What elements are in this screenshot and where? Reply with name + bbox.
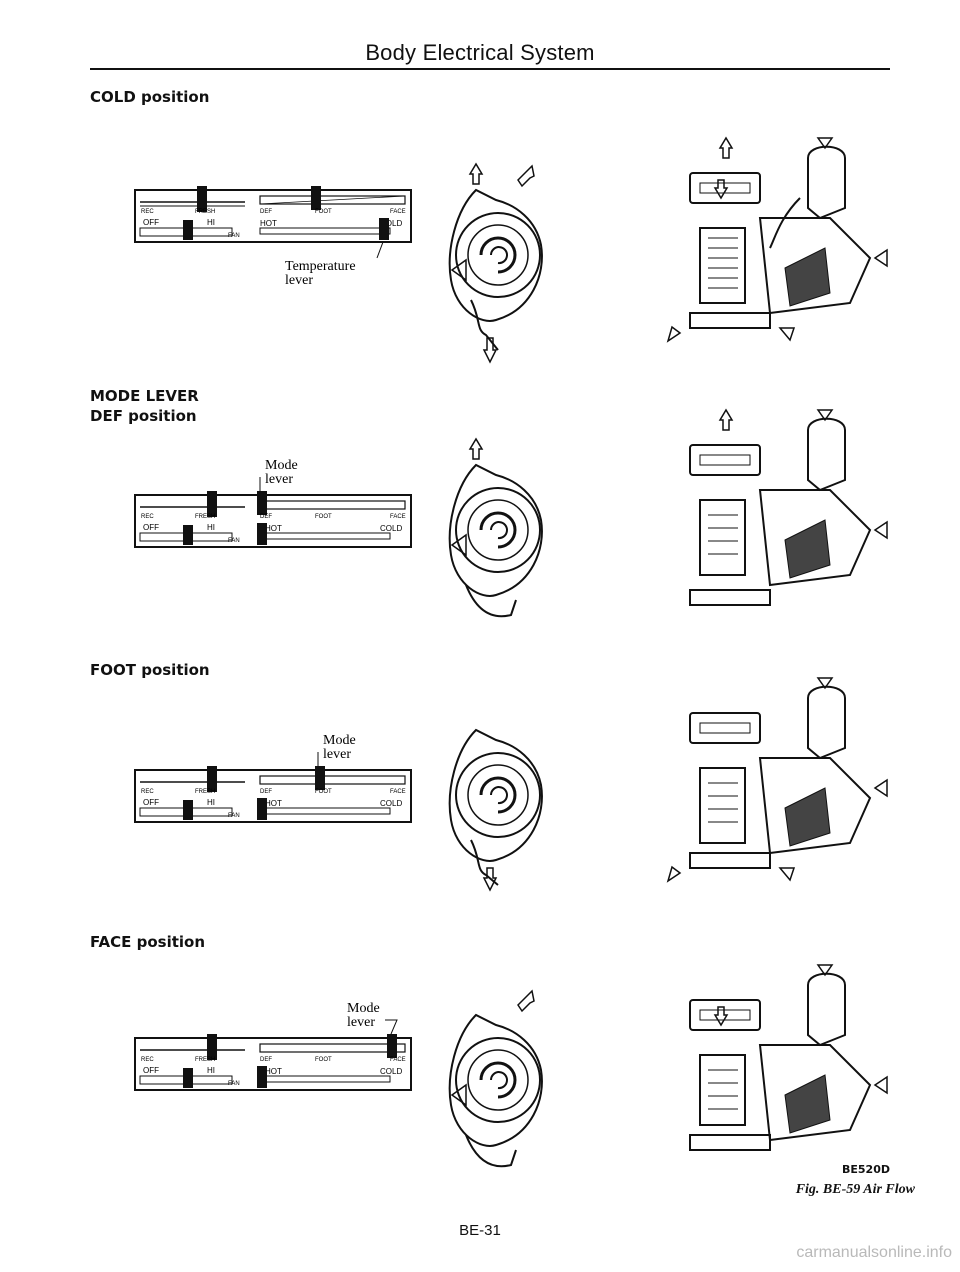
mode-lever-heading: MODE LEVER	[90, 387, 199, 405]
panel-fresh-text: FRESH	[195, 1057, 215, 1063]
panel-hot-text: HOT	[265, 1067, 282, 1076]
air-arrow-down-icon	[816, 409, 834, 422]
panel-off-text: OFF	[143, 218, 159, 227]
panel-cold-text: COLD	[380, 219, 402, 228]
panel-face-text: FACE	[390, 1057, 406, 1063]
heater-unit-diagram-cold	[666, 136, 888, 343]
air-arrow-side-icon	[873, 520, 888, 540]
panel-cold-text: COLD	[380, 1067, 402, 1076]
heater-unit-diagram-face	[689, 964, 888, 1151]
air-arrow-up-icon	[718, 136, 734, 159]
air-arrow-diagonal-icon	[778, 327, 796, 342]
heater-unit-diagram-def	[689, 408, 888, 606]
air-arrow-diagonal-icon	[778, 867, 796, 882]
panel-face-text: FACE	[390, 514, 406, 520]
air-arrow-down-icon	[816, 964, 834, 977]
def-position-label: DEF position	[90, 407, 197, 425]
panel-hi-text: HI	[207, 523, 215, 532]
air-arrow-down-icon	[713, 179, 729, 200]
blower-fan-diagram-cold	[448, 162, 543, 364]
panel-rec-text: REC	[141, 1057, 154, 1063]
control-panel-def: Mode lever REC FRESH OFF HI FAN DEF FOOT…	[134, 458, 412, 548]
air-arrow-diagonal-icon	[517, 989, 535, 1013]
panel-foot-text: FOOT	[315, 514, 332, 520]
air-arrow-diagonal-icon	[666, 865, 682, 883]
mode-lever-label-2: lever	[347, 1015, 375, 1030]
temperature-lever-label-2: lever	[285, 273, 313, 288]
panel-rec-text: REC	[141, 209, 154, 215]
mode-lever-label-2: lever	[323, 747, 351, 762]
panel-fan-text: FAN	[228, 233, 240, 239]
air-arrow-down-icon	[482, 337, 498, 364]
air-arrow-down-icon	[816, 677, 834, 690]
figure-caption: Fig. BE-59 Air Flow	[795, 1182, 915, 1197]
panel-rec-text: REC	[141, 789, 154, 795]
panel-fresh-text: FRESH	[195, 514, 215, 520]
panel-hi-text: HI	[207, 218, 215, 227]
air-arrow-up-icon	[718, 408, 734, 431]
panel-fresh-text: FRESH	[195, 789, 215, 795]
face-position-label: FACE position	[90, 933, 206, 951]
air-arrow-down-icon	[482, 867, 498, 892]
control-panel-face: Mode lever REC FRESH OFF HI FAN DEF FOOT…	[134, 1001, 412, 1091]
mode-lever-label: Mode	[347, 1001, 380, 1016]
panel-face-text: FACE	[390, 789, 406, 795]
page-title: Body Electrical System	[365, 40, 595, 65]
panel-hi-text: HI	[207, 1066, 215, 1075]
mode-lever-label-2: lever	[265, 472, 293, 487]
air-arrow-side-icon	[873, 778, 888, 798]
header-rule	[90, 68, 890, 70]
air-arrow-diagonal-icon	[666, 325, 682, 343]
panel-cold-text: COLD	[380, 799, 402, 808]
panel-def-text: DEF	[260, 1057, 272, 1063]
temperature-lever-label: Temperature	[285, 259, 356, 274]
blower-fan-diagram-def	[448, 437, 543, 618]
mode-lever-label: Mode	[265, 458, 298, 473]
cold-position-label: COLD position	[90, 88, 210, 106]
panel-def-text: DEF	[260, 789, 272, 795]
panel-rec-text: REC	[141, 514, 154, 520]
panel-off-text: OFF	[143, 1066, 159, 1075]
panel-fan-text: FAN	[228, 538, 240, 544]
panel-hi-text: HI	[207, 798, 215, 807]
figure-code: BE520D	[842, 1163, 890, 1176]
page-number: BE-31	[459, 1222, 501, 1239]
panel-foot-text: FOOT	[315, 1057, 332, 1063]
panel-fan-text: FAN	[228, 813, 240, 819]
panel-hot-text: HOT	[265, 524, 282, 533]
air-arrow-side-icon	[873, 1075, 888, 1095]
panel-face-text: FACE	[390, 209, 406, 215]
blower-fan-diagram-foot	[448, 728, 543, 892]
blower-fan-diagram-face	[448, 989, 543, 1168]
panel-cold-text: COLD	[380, 524, 402, 533]
air-arrow-up-icon	[468, 437, 484, 460]
panel-foot-text: FOOT	[315, 789, 332, 795]
mode-lever-label: Mode	[323, 733, 356, 748]
panel-def-text: DEF	[260, 514, 272, 520]
panel-off-text: OFF	[143, 798, 159, 807]
air-arrow-down-icon	[713, 1006, 729, 1027]
control-panel-cold: REC FRESH OFF HI FAN DEF FOOT FACE HOT C…	[134, 186, 412, 288]
foot-position-label: FOOT position	[90, 661, 210, 679]
panel-foot-text: FOOT	[315, 209, 332, 215]
control-panel-foot: Mode lever REC FRESH OFF HI FAN DEF FOOT…	[134, 733, 412, 823]
heater-unit-diagram-foot	[666, 677, 888, 883]
panel-hot-text: HOT	[265, 799, 282, 808]
panel-fresh-text: FRESH	[195, 209, 215, 215]
watermark: carmanualsonline.info	[796, 1244, 952, 1261]
panel-fan-text: FAN	[228, 1081, 240, 1087]
air-arrow-up-icon	[468, 162, 484, 185]
air-arrow-diagonal-icon	[517, 164, 535, 188]
panel-hot-text: HOT	[260, 219, 277, 228]
panel-off-text: OFF	[143, 523, 159, 532]
air-arrow-side-icon	[873, 248, 888, 268]
air-arrow-down-icon	[816, 137, 834, 150]
panel-def-text: DEF	[260, 209, 272, 215]
